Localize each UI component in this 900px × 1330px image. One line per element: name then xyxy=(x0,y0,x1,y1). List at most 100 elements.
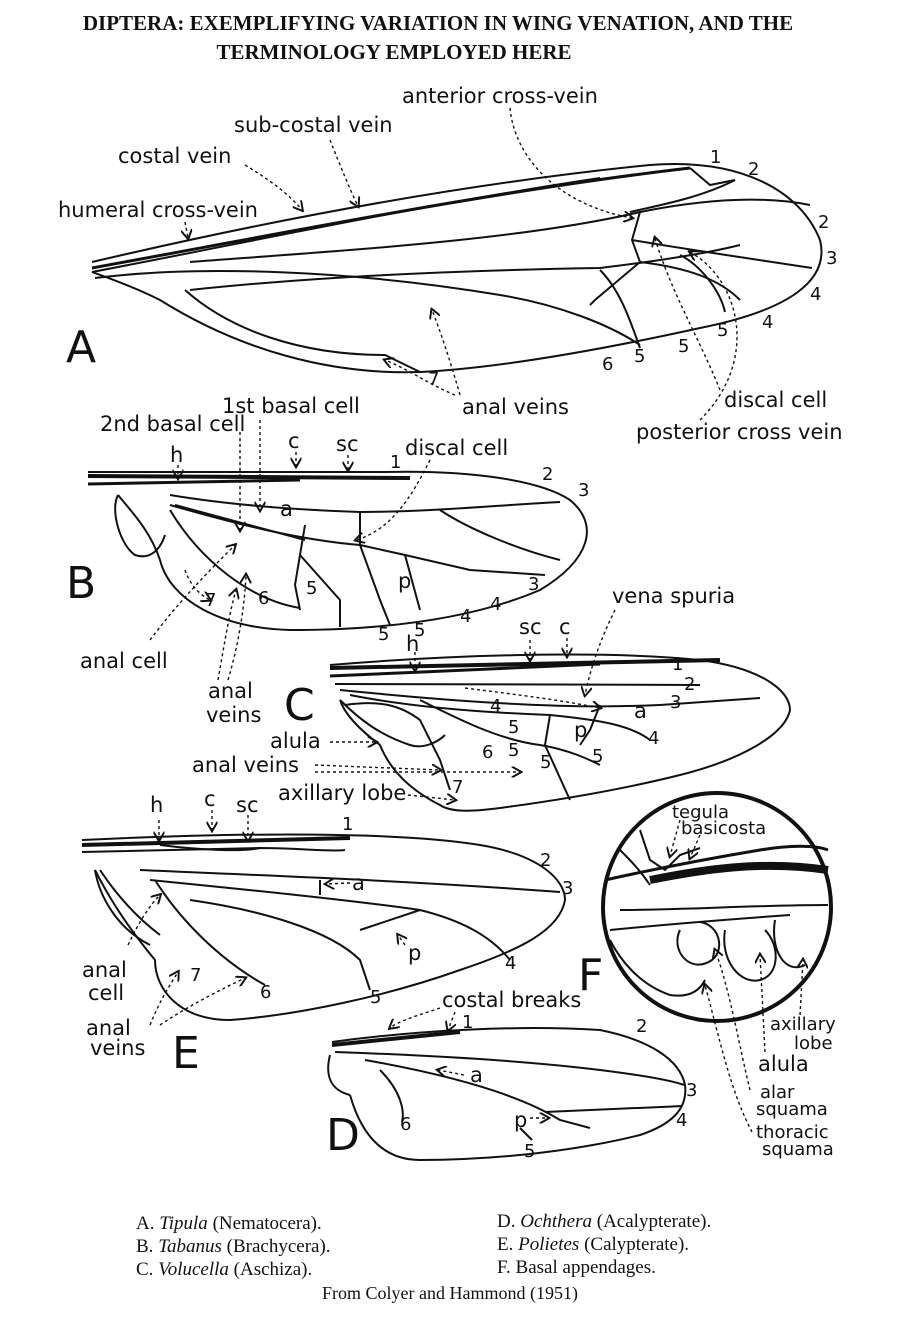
vein-number: 4 xyxy=(490,696,501,717)
vein-number: 5 xyxy=(540,752,551,773)
panel-label-c: C xyxy=(284,680,315,731)
vein-number: 3 xyxy=(826,248,837,269)
vein-number: 5 xyxy=(634,346,645,367)
vein-number: 7 xyxy=(452,777,463,798)
label-p: p xyxy=(514,1108,527,1132)
vein-number: 5 xyxy=(508,717,519,738)
vein-number: 5 xyxy=(717,320,728,341)
label-a: a xyxy=(470,1063,483,1087)
label-anterior-cross-vein: anterior cross-vein xyxy=(402,84,598,108)
panel-label-a: A xyxy=(66,322,96,373)
label-costal-breaks: costal breaks xyxy=(442,988,581,1012)
vein-number: 6 xyxy=(482,742,493,763)
label-sc: sc xyxy=(519,615,542,639)
label-axillary-lobe-c: axillary lobe xyxy=(278,781,406,805)
label-vena-spuria: vena spuria xyxy=(612,584,735,608)
wing-a xyxy=(92,164,822,372)
label-h: h xyxy=(150,793,163,817)
label-discal-cell-b: discal cell xyxy=(405,436,508,460)
vein-number: 4 xyxy=(505,953,516,974)
label-axillary: axillary xyxy=(770,1014,836,1035)
label-cell-e: cell xyxy=(88,981,124,1005)
vein-number: 6 xyxy=(400,1114,411,1135)
vein-number: 2 xyxy=(542,464,553,485)
label-p: p xyxy=(408,941,421,965)
vein-number: 1 xyxy=(710,147,721,168)
vein-number: 2 xyxy=(636,1016,647,1037)
vein-number: 5 xyxy=(592,746,603,767)
vein-number: 3 xyxy=(686,1080,697,1101)
label-p: p xyxy=(398,569,411,593)
vein-number: 7 xyxy=(428,369,439,390)
vein-number: 2 xyxy=(818,212,829,233)
label-anal-veins-a: anal veins xyxy=(462,395,569,419)
caption-b: B. Tabanus (Brachycera). xyxy=(136,1235,331,1258)
label-h: h xyxy=(406,632,419,656)
label-h: h xyxy=(170,443,183,467)
label-c: c xyxy=(204,787,216,811)
wing-b xyxy=(88,472,587,630)
label-costal-vein: costal vein xyxy=(118,144,231,168)
vein-number: 1 xyxy=(462,1012,473,1033)
label-discal-cell-a: discal cell xyxy=(724,388,827,412)
vein-number: 4 xyxy=(460,606,471,627)
vein-number: 4 xyxy=(676,1110,687,1131)
vein-number: 2 xyxy=(684,674,695,695)
vein-number: 3 xyxy=(528,574,539,595)
vein-number: 4 xyxy=(648,728,659,749)
caption-e: E. Polietes (Calypterate). xyxy=(497,1233,689,1256)
label-a: a xyxy=(280,497,293,521)
source-credit: From Colyer and Hammond (1951) xyxy=(0,1283,900,1304)
vein-number: 5 xyxy=(508,740,519,761)
caption-f: F. Basal appendages. xyxy=(497,1256,656,1279)
vein-number: 5 xyxy=(678,336,689,357)
vein-number: 2 xyxy=(748,159,759,180)
vein-number: 1 xyxy=(672,654,683,675)
vein-number: 5 xyxy=(306,578,317,599)
label-a: a xyxy=(634,699,647,723)
label-squama-alar: squama xyxy=(756,1099,828,1120)
label-a: a xyxy=(352,871,365,895)
vein-number: 4 xyxy=(810,284,821,305)
label-sc: sc xyxy=(236,793,259,817)
label-1st-basal-cell: 1st basal cell xyxy=(222,394,360,418)
label-alula-f: alula xyxy=(758,1052,809,1076)
caption-d: D. Ochthera (Acalypterate). xyxy=(497,1210,711,1233)
vein-number: 3 xyxy=(562,878,573,899)
vein-number: 5 xyxy=(378,624,389,645)
label-veins-e: veins xyxy=(90,1036,145,1060)
panel-label-b: B xyxy=(66,558,96,609)
vein-number: 6 xyxy=(258,588,269,609)
label-squama-thoracic: squama xyxy=(762,1139,834,1160)
label-c: c xyxy=(288,429,300,453)
vein-number: 3 xyxy=(578,480,589,501)
label-alula-c: alula xyxy=(270,729,321,753)
label-posterior-cross-vein: posterior cross vein xyxy=(636,420,843,444)
panel-label-f: F xyxy=(578,950,603,1001)
wing-d xyxy=(328,1028,685,1160)
label-humeral-cross-vein: humeral cross-vein xyxy=(58,198,258,222)
label-sub-costal-vein: sub-costal vein xyxy=(234,113,393,137)
label-anal-b: anal xyxy=(208,679,253,703)
vein-number: 4 xyxy=(762,312,773,333)
panel-label-d: D xyxy=(326,1110,360,1161)
vein-number: 1 xyxy=(390,452,401,473)
vein-number: 2 xyxy=(540,850,551,871)
panel-label-e: E xyxy=(172,1028,200,1079)
label-sc: sc xyxy=(336,432,359,456)
vein-number: 6 xyxy=(602,354,613,375)
label-c: c xyxy=(559,615,571,639)
caption-c: C. Volucella (Aschiza). xyxy=(136,1258,312,1281)
vein-number: 5 xyxy=(370,987,381,1008)
label-veins-b: veins xyxy=(206,703,261,727)
caption-a: A. Tipula (Nematocera). xyxy=(136,1212,322,1235)
vein-number: 5 xyxy=(524,1141,535,1162)
vein-number: 4 xyxy=(490,594,501,615)
label-p: p xyxy=(574,718,587,742)
label-anal-e: anal xyxy=(82,958,127,982)
vein-number: 7 xyxy=(190,965,201,986)
label-basicosta: basicosta xyxy=(681,818,766,839)
label-lobe: lobe xyxy=(794,1033,833,1054)
vein-number: 6 xyxy=(260,982,271,1003)
